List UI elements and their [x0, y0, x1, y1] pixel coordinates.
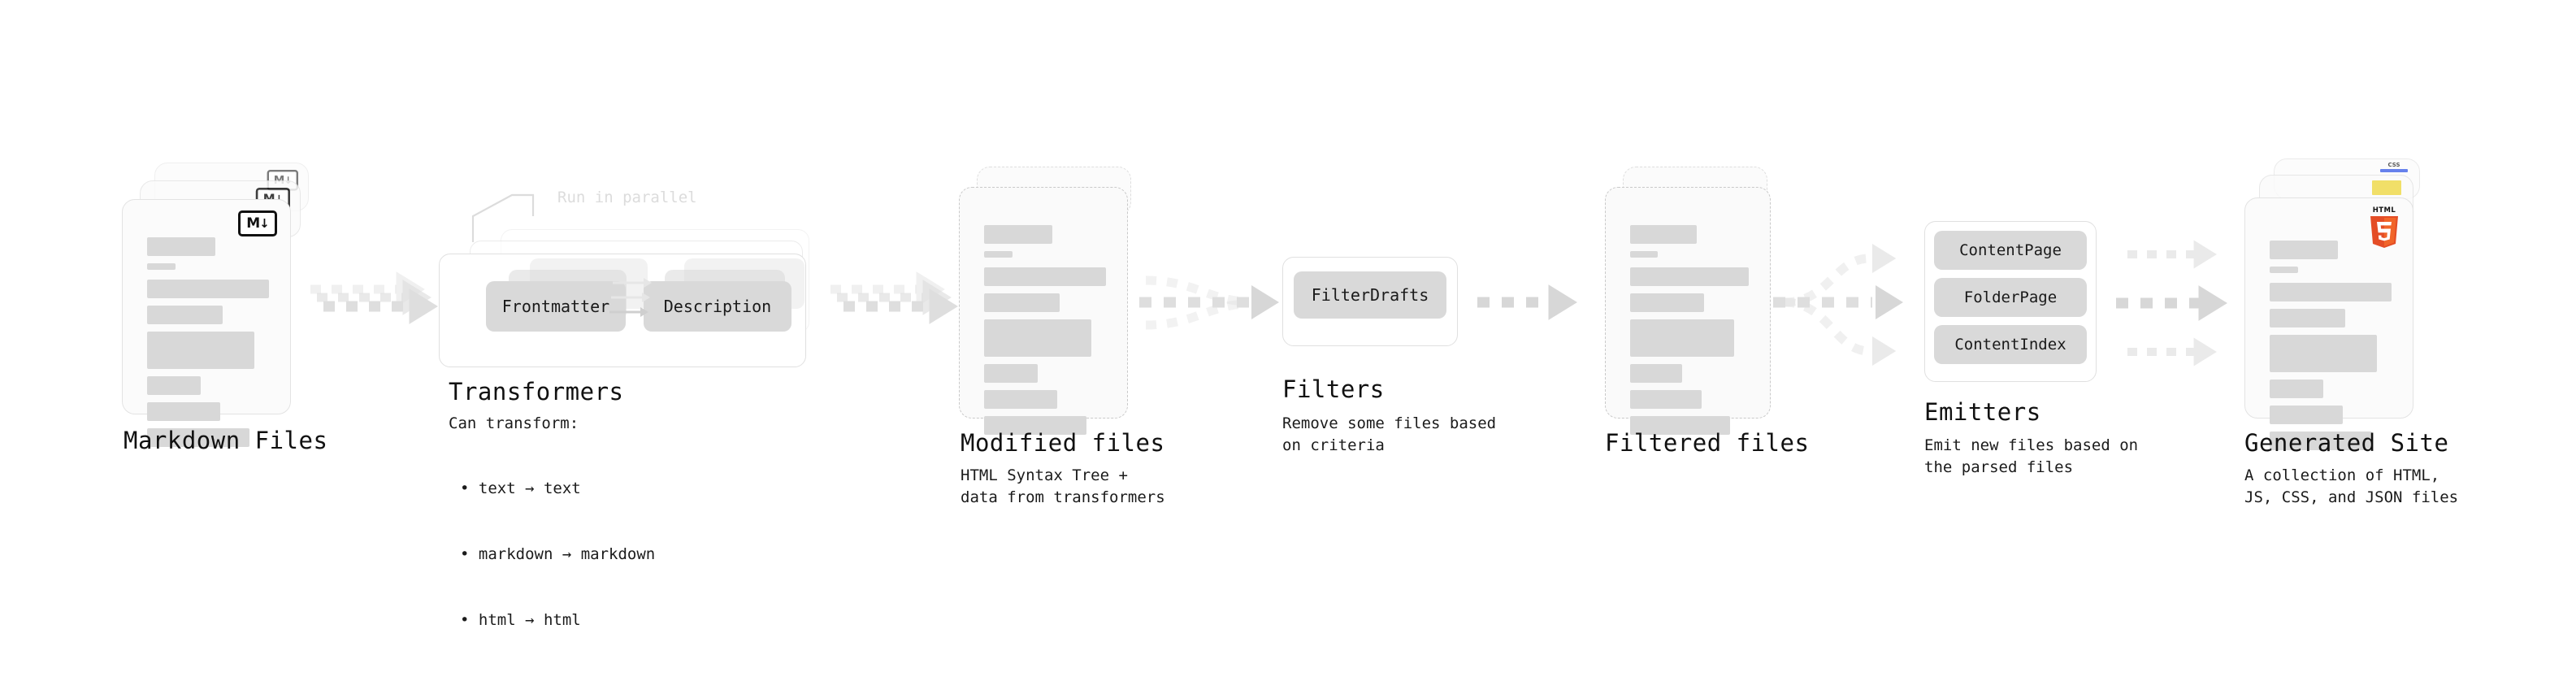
bullet-item: • markdown → markdown: [460, 544, 656, 563]
css-badge: CSS: [2380, 163, 2408, 172]
generated-site-title: Generated Site: [2244, 429, 2449, 457]
filtered-files-stack: [1605, 167, 1792, 435]
arrow-emitters-to-site-main: [2116, 285, 2227, 321]
emitters-group: ContentPage FolderPage ContentIndex: [1924, 221, 2097, 382]
filtered-files-title: Filtered files: [1605, 429, 1810, 457]
doc-skeleton-lines: [1630, 225, 1749, 442]
generated-site-description: A collection of HTML, JS, CSS, and JSON …: [2244, 466, 2459, 506]
chip-filterdrafts[interactable]: FilterDrafts: [1294, 271, 1446, 319]
modified-files-title: Modified files: [961, 429, 1165, 457]
run-in-parallel-bracket: [471, 193, 535, 242]
modified-files-description: HTML Syntax Tree + data from transformer…: [961, 466, 1165, 506]
arrow-transformers-to-modified: [830, 271, 958, 324]
arrow-emitters-to-site: [2127, 240, 2217, 367]
html5-badge: HTML: [2366, 205, 2403, 250]
markdown-files-title: Markdown Files: [124, 427, 328, 454]
bullet-item: • text → text: [460, 479, 581, 497]
arrow-modified-to-filters: [1139, 275, 1251, 330]
run-in-parallel-label: Run in parallel: [557, 189, 697, 206]
filters-group: FilterDrafts: [1282, 257, 1458, 346]
filters-title: Filters: [1282, 375, 1385, 403]
modified-files-stack: [959, 167, 1146, 435]
markdown-files-stack: M↓ M↓ M↓: [122, 163, 317, 447]
markdown-icon: M↓: [238, 210, 277, 236]
bullet-item: • html → html: [460, 610, 581, 629]
chip-folderpage[interactable]: FolderPage: [1934, 278, 2087, 317]
arrow-markdown-to-transformers: [310, 271, 438, 324]
chip-contentindex[interactable]: ContentIndex: [1934, 325, 2087, 364]
doc-skeleton-lines: [2270, 241, 2392, 458]
arrowhead: [1251, 285, 1279, 319]
doc-skeleton-lines: [147, 237, 269, 454]
transformers-description: Can transform:: [449, 414, 579, 432]
arrow-filters-to-filtered: [1477, 284, 1577, 320]
emitters-description: Emit new files based on the parsed files: [1924, 436, 2139, 476]
modified-file-front[interactable]: [959, 187, 1128, 435]
doc-skeleton-lines: [984, 225, 1106, 442]
svg-text:HTML: HTML: [2373, 206, 2396, 215]
html-file[interactable]: HTML: [2244, 197, 2413, 450]
emitters-title: Emitters: [1924, 398, 2041, 426]
transformers-bullets: • text → text • markdown → markdown • ht…: [460, 434, 655, 675]
chip-frontmatter[interactable]: Frontmatter: [486, 281, 626, 332]
js-badge: [2372, 180, 2401, 195]
markdown-file-front[interactable]: M↓: [122, 199, 291, 447]
chip-contentpage[interactable]: ContentPage: [1934, 231, 2087, 270]
chip-description[interactable]: Description: [644, 281, 791, 332]
generated-site-stack: CSS HTML: [2244, 158, 2439, 450]
transformers-group: Run in parallel Frontmatter Description: [439, 189, 829, 367]
transformers-title: Transformers: [449, 378, 624, 406]
chip-connector-arrows: [609, 278, 652, 317]
filtered-file-front[interactable]: [1605, 187, 1771, 435]
filters-description: Remove some files based on criteria: [1282, 414, 1497, 454]
